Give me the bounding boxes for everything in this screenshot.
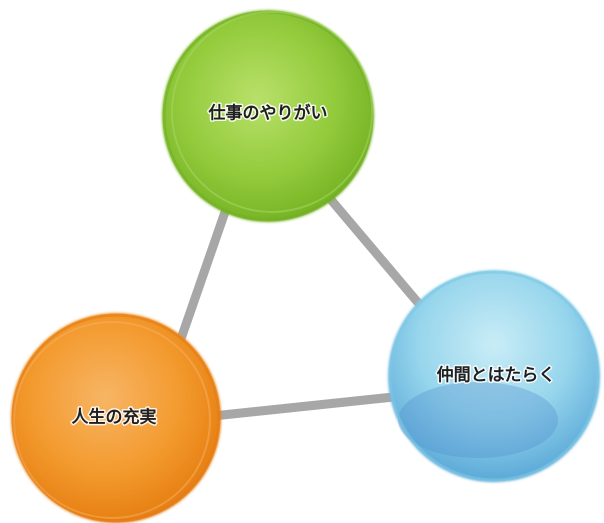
node-life-circle — [11, 313, 221, 523]
node-colleagues-circle — [388, 270, 600, 482]
node-life: 人生の充実 — [11, 313, 221, 523]
node-work-label: 仕事のやりがい — [208, 103, 328, 124]
node-work: 仕事のやりがい — [162, 10, 374, 222]
node-work-circle — [162, 10, 374, 222]
node-colleagues-label: 仲間とはたらく — [437, 365, 556, 386]
node-life-label: 人生の充実 — [72, 407, 157, 428]
node-colleagues: 仲間とはたらく — [388, 270, 600, 482]
